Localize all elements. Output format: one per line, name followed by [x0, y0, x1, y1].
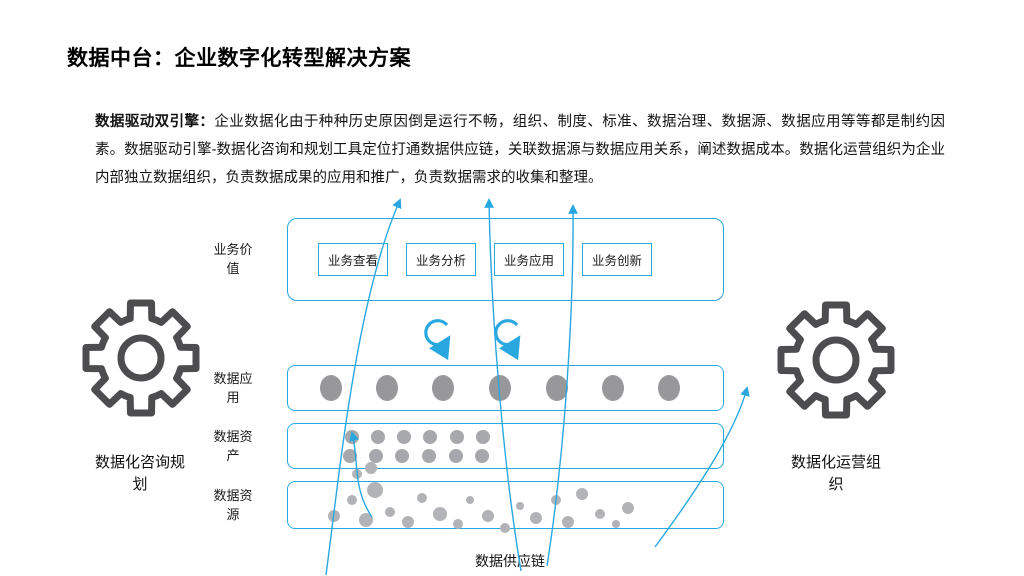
gear-icon-left	[82, 299, 200, 417]
business-item: 业务创新	[582, 243, 652, 276]
data-dot	[352, 469, 362, 479]
row-label-data-resource: 数据资源	[213, 488, 253, 522]
business-item: 业务应用	[494, 243, 564, 276]
page-title: 数据中台：企业数字化转型解决方案	[67, 47, 411, 70]
row-label-business-value: 业务价值	[213, 242, 253, 276]
business-item: 业务分析	[406, 243, 476, 276]
row-label-data-asset: 数据资产	[213, 429, 253, 463]
data-asset-box	[287, 423, 724, 469]
supply-chain-label: 数据供应链	[475, 553, 545, 569]
business-item: 业务查看	[318, 243, 388, 276]
right-engine-label: 数据化运营组织	[790, 454, 881, 493]
intro-lead: 数据驱动双引擎：	[95, 114, 215, 130]
gear-icon-right	[777, 301, 895, 419]
cycle-arrow-icon	[494, 319, 521, 361]
business-value-box: 业务查看 业务分析 业务应用 业务创新	[287, 218, 724, 301]
intro-paragraph: 数据驱动双引擎：企业数据化由于种种历史原因倒是运行不畅，组织、制度、标准、数据治…	[95, 108, 945, 192]
intro-body: 企业数据化由于种种历史原因倒是运行不畅，组织、制度、标准、数据治理、数据源、数据…	[95, 114, 945, 186]
row-label-data-application: 数据应用	[213, 371, 253, 405]
data-resource-box	[287, 481, 724, 529]
data-application-box	[287, 365, 724, 411]
cycle-arrow-icon	[424, 319, 451, 361]
left-engine-label: 数据化咨询规划	[94, 454, 185, 493]
